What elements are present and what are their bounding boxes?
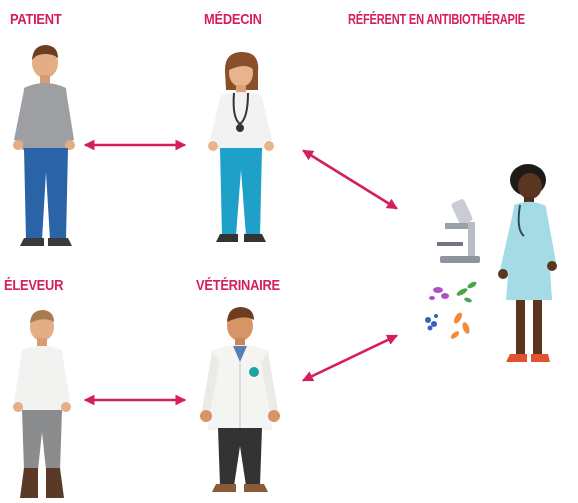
arrow-medecin-referent — [302, 149, 398, 210]
eleveur-figure — [13, 310, 71, 498]
label-patient: PATIENT — [10, 11, 62, 28]
label-referent: RÉFÉRENT EN ANTIBIOTHÉRAPIE — [348, 11, 525, 28]
patient-figure — [13, 45, 75, 246]
medecin-figure — [208, 52, 274, 242]
label-veterinaire: VÉTÉRINAIRE — [196, 277, 280, 294]
veterinaire-figure — [200, 307, 280, 492]
label-medecin: MÉDECIN — [204, 11, 262, 28]
label-eleveur: ÉLEVEUR — [4, 277, 64, 294]
arrow-veterinaire-referent — [302, 334, 398, 382]
referent-figure — [425, 164, 557, 362]
